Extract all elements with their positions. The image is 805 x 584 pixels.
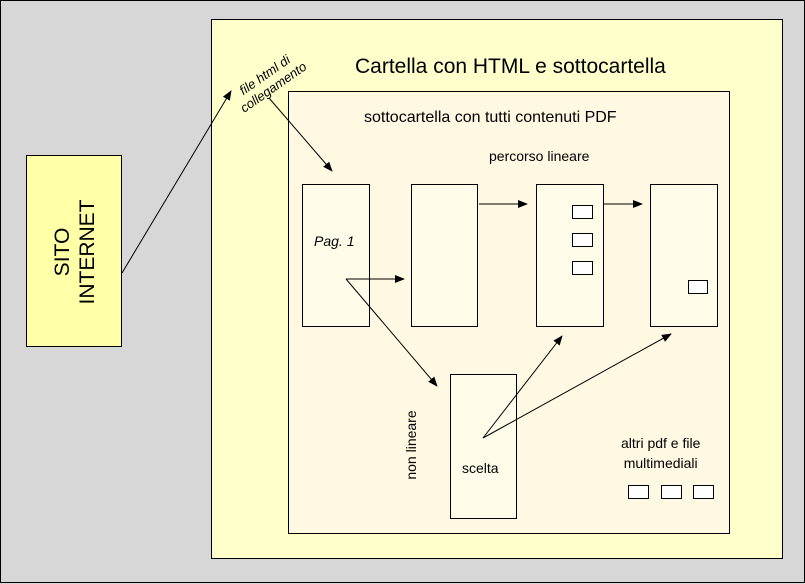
page-3 [536, 184, 604, 327]
outer-folder-title: Cartella con HTML e sottocartella [355, 55, 666, 78]
extras-line2: multimediali [623, 455, 698, 471]
choice-page-label: scelta [462, 460, 499, 476]
subfolder-title: sottocartella con tutti contenuti PDF [364, 109, 617, 126]
page-2 [411, 184, 478, 327]
page-3-link-1 [572, 205, 593, 219]
page-3-link-3 [572, 261, 593, 275]
page-1-label: Pag. 1 [314, 233, 355, 249]
extra-file-2 [661, 485, 682, 499]
extras-line1: altri pdf e file [621, 435, 701, 451]
page-3-link-2 [572, 233, 593, 247]
site-label-line1: SITO [51, 227, 74, 277]
extra-file-1 [628, 485, 649, 499]
page-1: Pag. 1 [302, 184, 370, 327]
site-label: SITO INTERNET [50, 200, 100, 305]
choice-page: scelta [450, 374, 517, 519]
site-box: SITO INTERNET [26, 155, 122, 347]
extra-file-3 [693, 485, 714, 499]
page-4-link [688, 280, 708, 294]
extras-label: altri pdf e file multimediali [621, 433, 700, 473]
site-label-line2: INTERNET [76, 199, 99, 305]
page-4 [650, 184, 718, 327]
linear-path-label: percorso lineare [489, 148, 590, 164]
nonlinear-path-label: non lineare [403, 410, 419, 480]
